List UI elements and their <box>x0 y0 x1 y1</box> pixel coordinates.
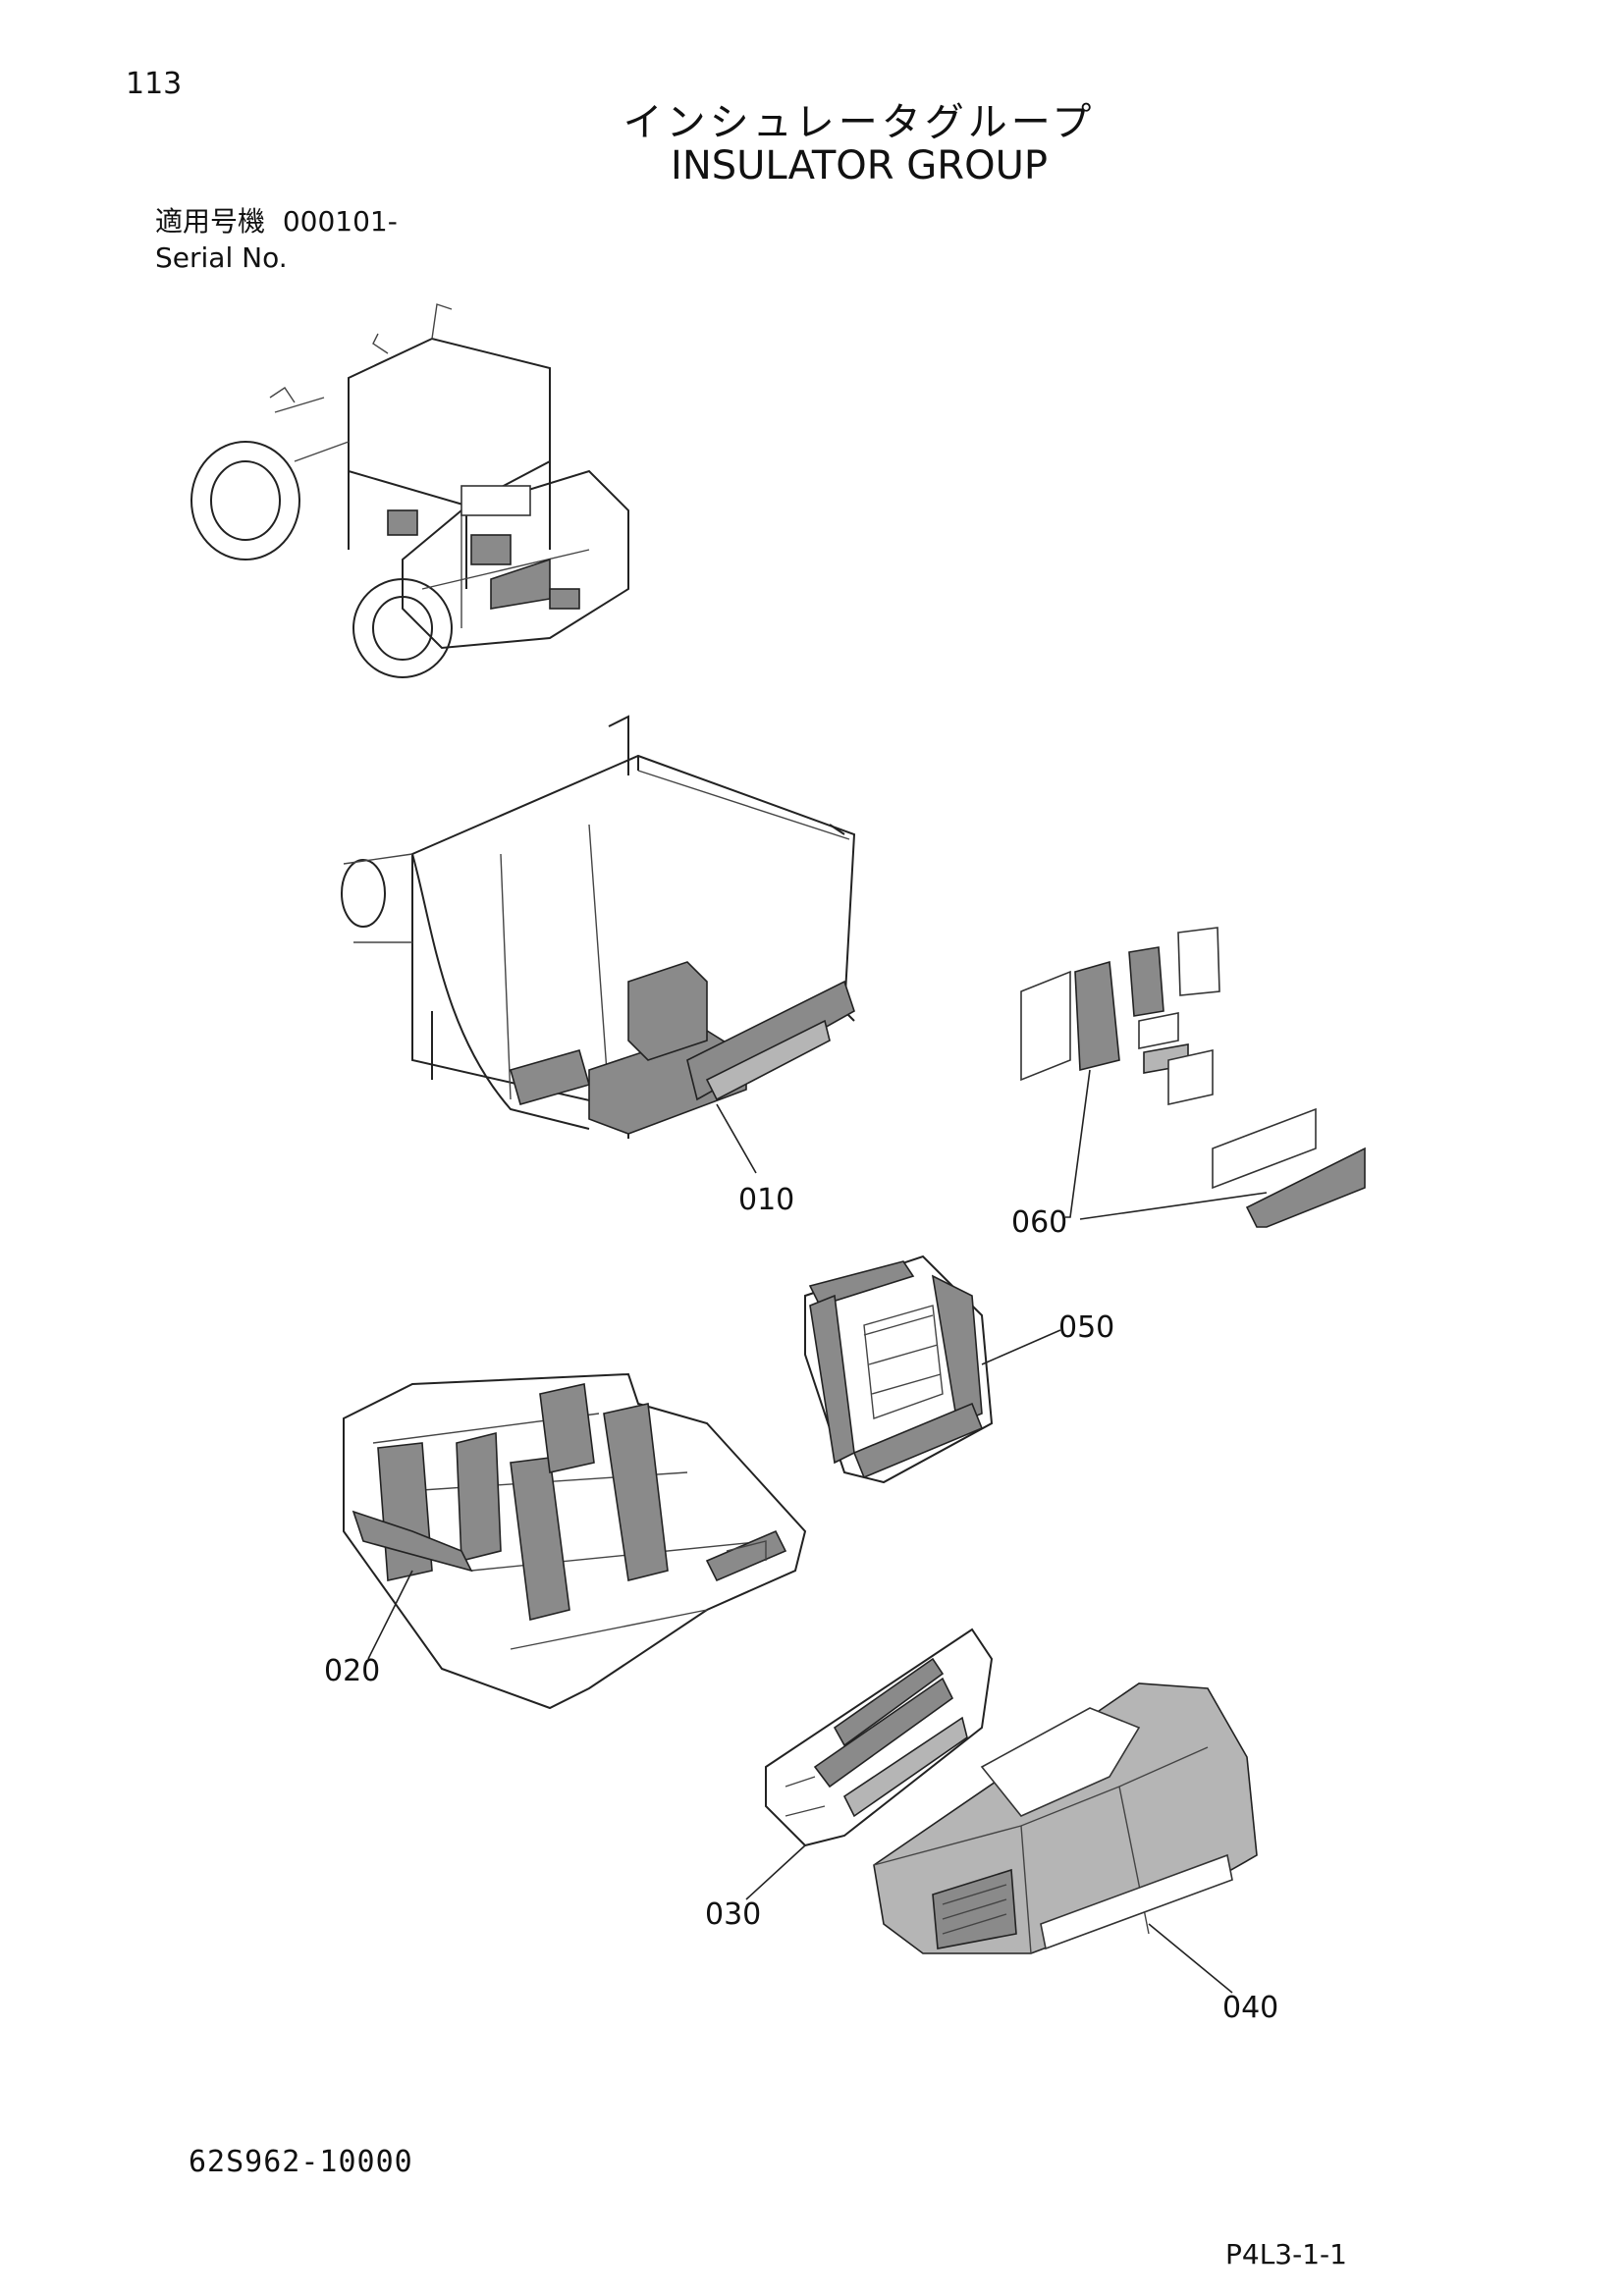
frame-insulator-050 <box>804 1255 1061 1484</box>
page-number: 113 <box>126 67 183 101</box>
serial-value: 000101- <box>282 205 398 238</box>
sheet-code: P4L3-1-1 <box>1225 2238 1347 2270</box>
callout-050: 050 <box>1058 1310 1114 1345</box>
side-insulator-030 <box>745 1628 994 1900</box>
insulator-pieces-set-060 <box>1020 927 1366 1228</box>
callout-020: 020 <box>324 1654 380 1688</box>
callout-040: 040 <box>1222 1991 1278 2025</box>
drawing-code: 62S962-10000 <box>189 2145 413 2179</box>
callout-010: 010 <box>738 1183 794 1217</box>
page-title-english: INSULATOR GROUP <box>671 143 1048 188</box>
callout-030: 030 <box>705 1897 761 1932</box>
page-title-japanese: インシュレータグループ <box>623 100 1096 145</box>
cab-floor-insulator-assembly <box>341 715 856 1174</box>
serial-label-english: Serial No. <box>155 241 288 274</box>
frame-insulator-group-020 <box>343 1372 807 1710</box>
serial-label-japanese: 適用号機 000101- <box>155 200 398 240</box>
serial-label-jp-text: 適用号機 <box>155 205 266 238</box>
machine-overview-illustration <box>190 303 629 678</box>
hood-insulator-040 <box>873 1682 1258 1994</box>
callout-060: 060 <box>1011 1205 1067 1240</box>
